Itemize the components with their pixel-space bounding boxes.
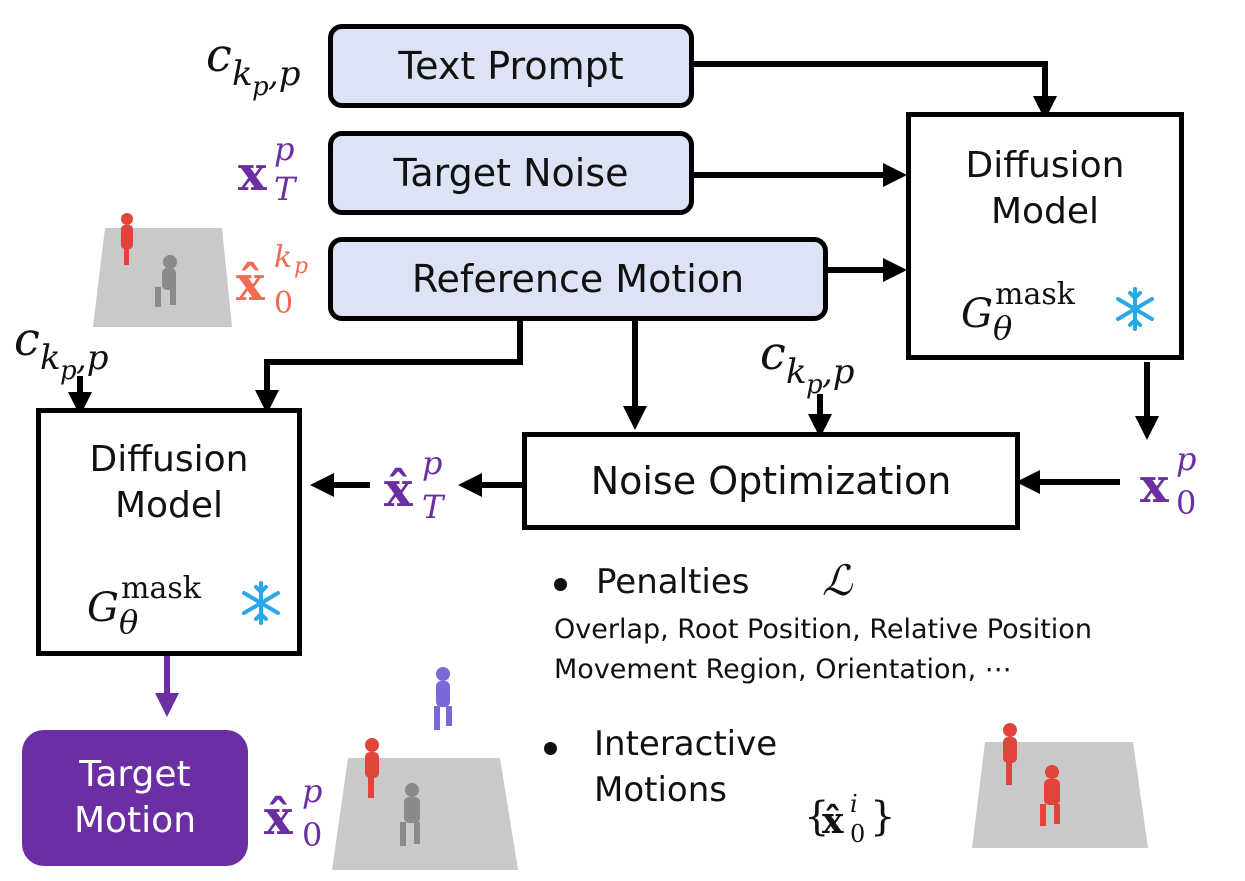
noise-optimization-box: Noise Optimization	[522, 432, 1020, 530]
generated-motion-symbol: x p 0	[1140, 440, 1197, 522]
scene-interactive	[972, 723, 1148, 848]
bullet-penalties	[554, 578, 567, 591]
arrow-ref-to-left-model	[255, 318, 523, 414]
penalties-line2: Movement Region, Orientation, ⋯	[554, 654, 1012, 685]
scene-reference	[93, 213, 232, 327]
target-noise-box: Target Noise	[328, 131, 694, 215]
condition-symbol-mid: c k p ,p	[760, 326, 855, 400]
interactive-set-symbol: { x̂ i 0 }	[804, 790, 896, 848]
noise-optimization-label: Noise Optimization	[590, 459, 952, 503]
model-symbol-left: G mask θ	[87, 571, 201, 641]
snowflake-icon	[1116, 287, 1154, 331]
diffusion-left-line1: Diffusion	[89, 439, 249, 480]
diffusion-model-left: Diffusion Model G mask θ	[36, 408, 302, 656]
diffusion-right-line2: Model	[990, 191, 1100, 232]
target-motion-line1: Target	[79, 754, 191, 795]
text-prompt-box: Text Prompt	[328, 24, 694, 108]
arrow-text-to-diffusion	[693, 61, 1057, 120]
penalties-line1: Overlap, Root Position, Relative Positio…	[554, 614, 1092, 645]
bullet-interactive	[544, 742, 557, 755]
target-motion-symbol: x̂ p 0	[264, 772, 323, 854]
reference-motion-symbol: x̂ k p 0	[236, 240, 309, 321]
reference-motion-box: Reference Motion	[328, 237, 828, 321]
diffusion-left-line2: Model	[114, 485, 224, 526]
diffusion-model-right: Diffusion Model G mask θ	[906, 112, 1184, 360]
diffusion-right-line1: Diffusion	[965, 145, 1125, 186]
condition-symbol-left: c k p ,p	[14, 312, 109, 386]
target-noise-symbol: x p T	[238, 130, 296, 208]
condition-symbol-top: c k p ,p	[206, 28, 301, 102]
target-noise-label: Target Noise	[393, 151, 629, 195]
optimized-noise-symbol: x̂ p T	[384, 444, 444, 526]
model-symbol-right: G mask θ	[961, 277, 1075, 347]
target-motion-line2: Motion	[73, 800, 197, 841]
reference-motion-label: Reference Motion	[411, 257, 745, 301]
penalties-title: Penalties	[596, 562, 750, 602]
scene-target	[332, 667, 518, 870]
target-motion-box: Target Motion	[22, 730, 248, 866]
snowflake-icon	[242, 581, 280, 625]
text-prompt-label: Text Prompt	[398, 44, 624, 88]
penalty-loss-symbol: ℒ	[822, 556, 853, 605]
interactive-line1: Interactive	[594, 724, 778, 764]
interactive-line2: Motions	[594, 770, 727, 810]
